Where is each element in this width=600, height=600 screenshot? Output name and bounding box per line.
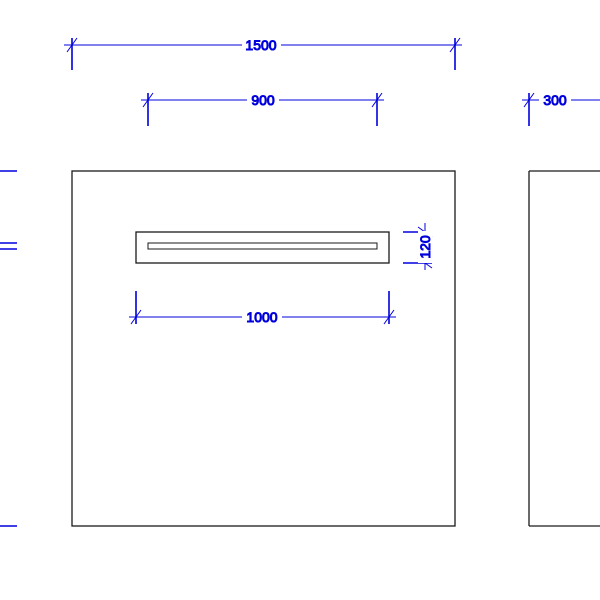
dimension-slot-width: 1000	[129, 291, 396, 326]
dimension-overall-width: 1500	[64, 37, 462, 70]
side-view	[528, 170, 600, 527]
tick-right	[371, 92, 383, 108]
dimension-label-side-depth: 300	[543, 92, 567, 108]
dimension-side-depth: 300	[522, 92, 600, 126]
tick-right	[449, 37, 461, 53]
dimension-label-slot-height: 120	[417, 235, 433, 259]
tick-left	[142, 92, 154, 108]
tick-right	[383, 309, 395, 325]
front-view	[71, 170, 456, 527]
tick-left	[130, 309, 142, 325]
slot-outer	[135, 231, 390, 264]
tick-left	[523, 92, 535, 108]
slot-inner	[147, 242, 378, 250]
dimension-opening-width: 900	[141, 92, 384, 126]
dimension-label-opening-width: 900	[251, 92, 275, 108]
dimension-left-height-partial	[0, 170, 17, 527]
dimension-slot-height: 120	[403, 223, 434, 270]
front-panel-outline	[71, 170, 456, 527]
dimension-label-slot-width: 1000	[246, 309, 277, 325]
tick-left	[66, 37, 78, 53]
dimension-label-overall-width: 1500	[245, 37, 276, 53]
